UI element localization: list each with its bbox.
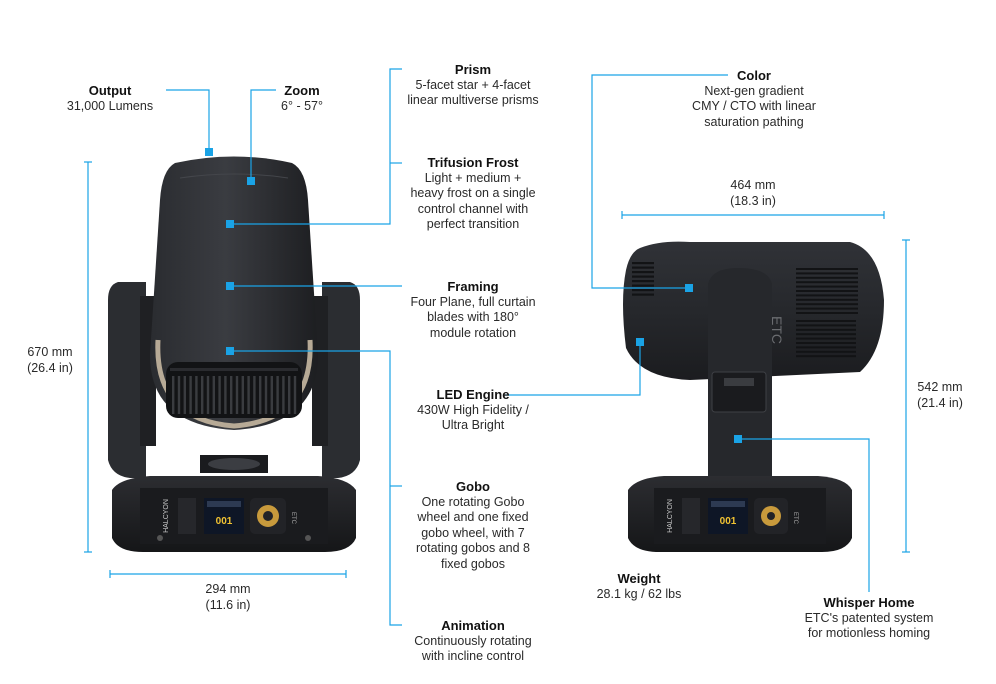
side-brand: ETC <box>769 316 785 344</box>
front-base-brand: ETC <box>290 512 296 525</box>
callout-animation-title: Animation <box>441 618 505 633</box>
dimension-height-side: 542 mm (21.4 in) <box>917 380 963 410</box>
callout-trifusion-title: Trifusion Frost <box>427 155 519 170</box>
callout-zoom-title: Zoom <box>284 83 320 98</box>
dimension-width-front: 294 mm (11.6 in) <box>205 582 251 612</box>
callout-animation: Animation Continuously rotating with inc… <box>400 618 546 665</box>
callout-animation-body: Continuously rotating with incline contr… <box>414 633 532 664</box>
callout-led-title: LED Engine <box>436 387 510 402</box>
callout-zoom: Zoom 6° - 57° <box>266 83 338 114</box>
callout-prism-body: 5-facet star + 4-facet linear multiverse… <box>407 77 539 108</box>
callout-gobo-body: One rotating Gobo wheel and one fixed go… <box>416 494 530 571</box>
front-display-value: 001 <box>216 516 233 527</box>
callout-color: Color Next-gen gradient CMY / CTO with l… <box>676 68 832 130</box>
leader-lines <box>166 68 870 626</box>
callout-trifusion-frost: Trifusion Frost Light + medium + heavy f… <box>400 155 546 233</box>
callout-whisper-home: Whisper Home ETC's patented system for m… <box>796 595 942 642</box>
callout-gobo-title: Gobo <box>456 479 490 494</box>
callout-output-title: Output <box>88 83 132 98</box>
callout-framing-title: Framing <box>447 279 499 294</box>
callout-weight-title: Weight <box>617 571 661 586</box>
side-model-label: HALCYON <box>667 499 674 533</box>
front-yoke <box>108 282 146 478</box>
callout-trifusion-body: Light + medium + heavy frost on a single… <box>410 170 536 232</box>
callout-gobo: Gobo One rotating Gobo wheel and one fix… <box>400 479 546 572</box>
front-model-label: HALCYON <box>163 499 170 533</box>
callout-color-body: Next-gen gradient CMY / CTO with linear … <box>692 83 816 129</box>
callout-zoom-body: 6° - 57° <box>281 98 323 113</box>
callout-prism-title: Prism <box>454 62 492 77</box>
callout-prism: Prism 5-facet star + 4-facet linear mult… <box>400 62 546 109</box>
callout-weight: Weight 28.1 kg / 62 lbs <box>580 571 698 602</box>
dimension-height-front: 670 mm (26.4 in) <box>27 345 73 375</box>
callout-output: Output 31,000 Lumens <box>60 83 160 114</box>
callout-led-body: 430W High Fidelity / Ultra Bright <box>417 402 529 433</box>
side-display-value: 001 <box>720 516 737 527</box>
callout-output-body: 31,000 Lumens <box>66 98 154 113</box>
dimension-lines <box>84 161 910 578</box>
callout-whisper-body: ETC's patented system for motionless hom… <box>804 610 934 641</box>
callout-color-title: Color <box>737 68 771 83</box>
front-head <box>150 156 318 430</box>
callout-weight-body: 28.1 kg / 62 lbs <box>596 586 682 601</box>
callout-led-engine: LED Engine 430W High Fidelity / Ultra Br… <box>400 387 546 434</box>
callout-whisper-title: Whisper Home <box>823 595 915 610</box>
leader-dots <box>205 148 742 443</box>
side-view: ETC <box>623 241 884 552</box>
callout-framing: Framing Four Plane, full curtain blades … <box>400 279 546 341</box>
callout-framing-body: Four Plane, full curtain blades with 180… <box>410 294 536 340</box>
dimension-width-side: 464 mm (18.3 in) <box>730 178 776 208</box>
side-base-brand: ETC <box>792 512 798 525</box>
front-view <box>108 156 360 552</box>
